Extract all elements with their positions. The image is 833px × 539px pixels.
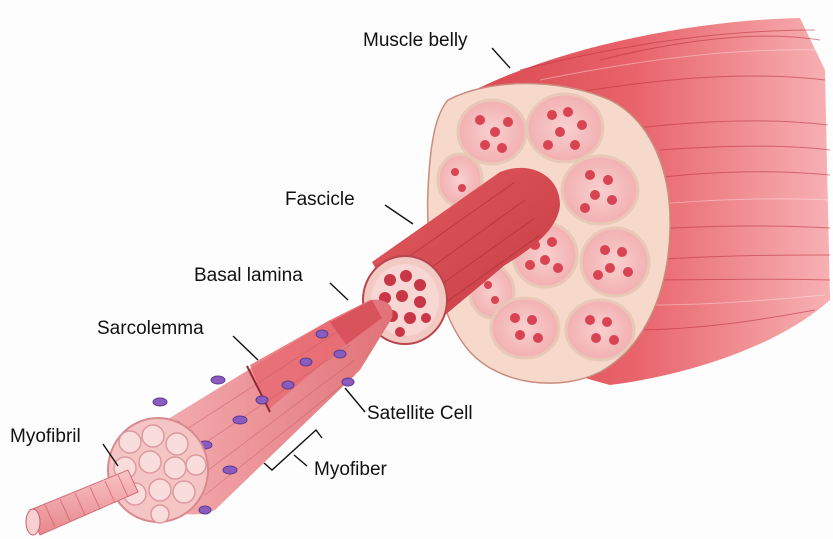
- label-muscle-belly: Muscle belly: [363, 31, 468, 50]
- label-fascicle: Fascicle: [285, 190, 355, 209]
- label-myofibril: Myofibril: [10, 427, 81, 446]
- label-myofiber: Myofiber: [314, 460, 387, 479]
- label-sarcolemma: Sarcolemma: [97, 319, 204, 338]
- label-basal-lamina: Basal lamina: [194, 266, 303, 285]
- label-satellite-cell: Satellite Cell: [367, 404, 473, 423]
